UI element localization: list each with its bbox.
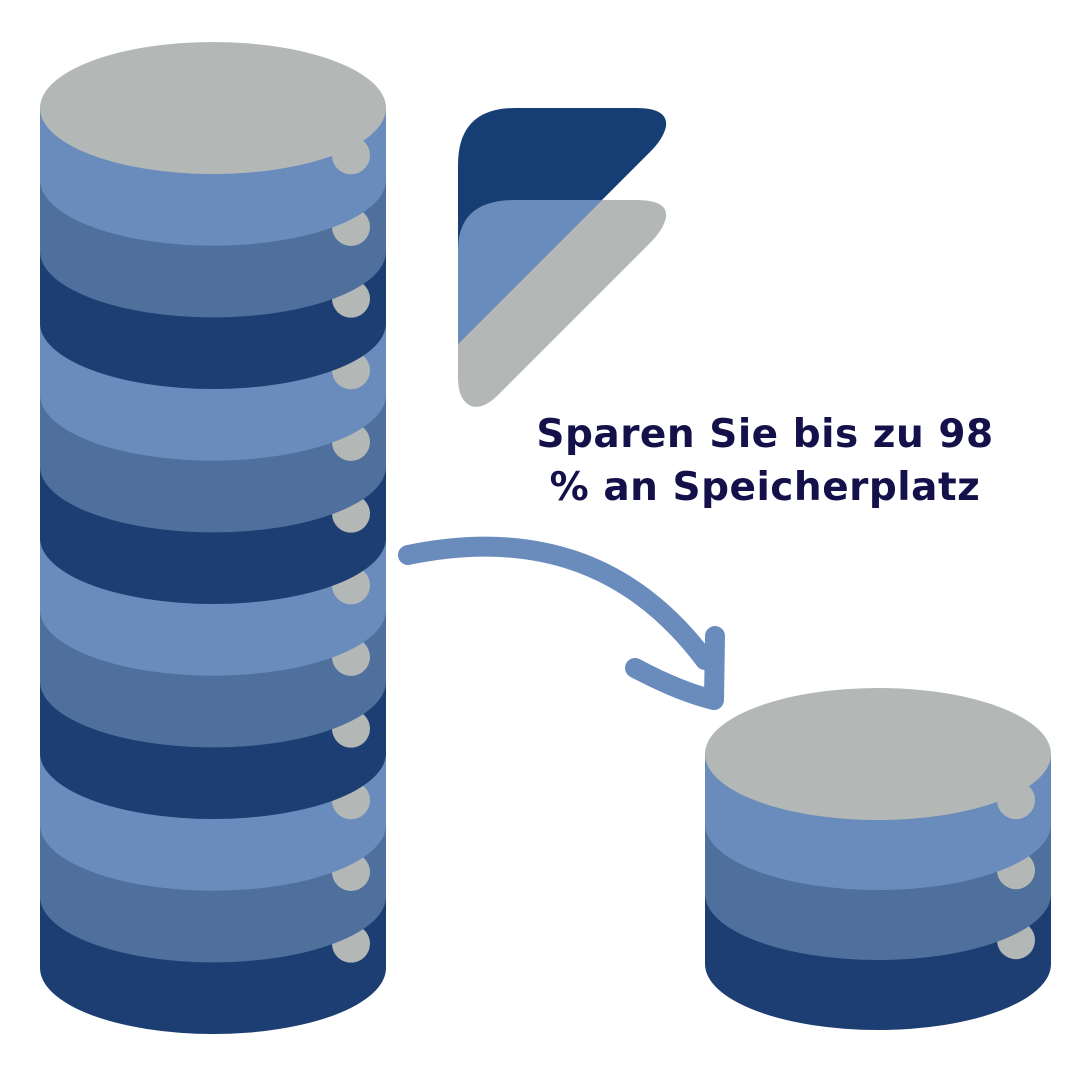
headline: Sparen Sie bis zu 98 % an Speicherplatz <box>500 408 1030 514</box>
database-stack-large-icon <box>40 42 386 1035</box>
headline-line-2: % an Speicherplatz <box>549 465 981 510</box>
brand-logo-icon <box>458 108 667 407</box>
disk-top <box>705 688 1051 820</box>
headline-line-1: Sparen Sie bis zu 98 <box>536 412 994 457</box>
disk-top <box>40 42 386 174</box>
curved-arrow-icon <box>398 536 725 710</box>
database-stack-small-icon <box>705 688 1051 1030</box>
